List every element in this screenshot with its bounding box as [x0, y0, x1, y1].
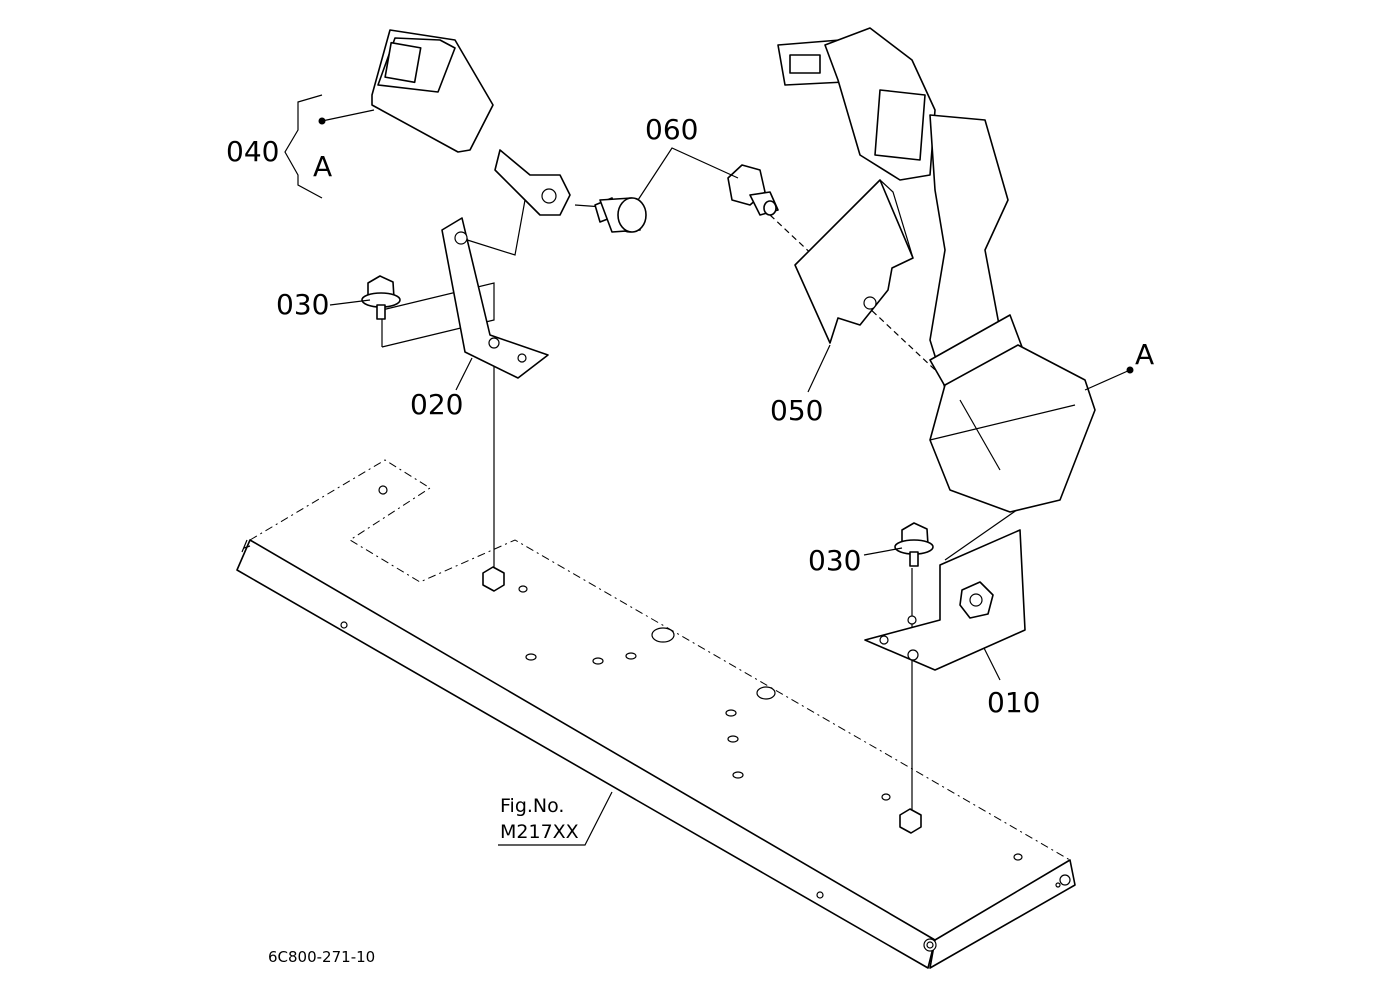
figure-ref-line2: M217XX [500, 821, 579, 843]
bolt-060-right [727, 164, 779, 216]
label-050: 050 [770, 394, 823, 427]
figure-ref-line1: Fig.No. [500, 795, 564, 817]
leader-lines [284, 94, 1134, 846]
bracket-050 [794, 179, 914, 344]
label-030-left: 030 [276, 288, 329, 321]
label-060: 060 [645, 113, 698, 146]
bracket-020 [441, 217, 549, 379]
label-040: 040 [226, 135, 279, 168]
label-010: 010 [987, 686, 1040, 719]
flange-bolt-030-left [361, 275, 401, 320]
bracket-010 [864, 529, 1026, 671]
drawing-code: 6C800-271-10 [268, 948, 375, 966]
seat-belt-retractor [777, 27, 1096, 513]
label-020: 020 [410, 388, 463, 421]
seat-belt-buckle-040 [371, 29, 571, 216]
bolt-060-left [594, 197, 647, 233]
seat-base-plate [236, 459, 1076, 969]
label-030-right: 030 [808, 544, 861, 577]
ref-a-left: A [313, 150, 332, 183]
flange-bolt-030-right [894, 522, 934, 567]
ref-a-right: A [1135, 338, 1154, 371]
